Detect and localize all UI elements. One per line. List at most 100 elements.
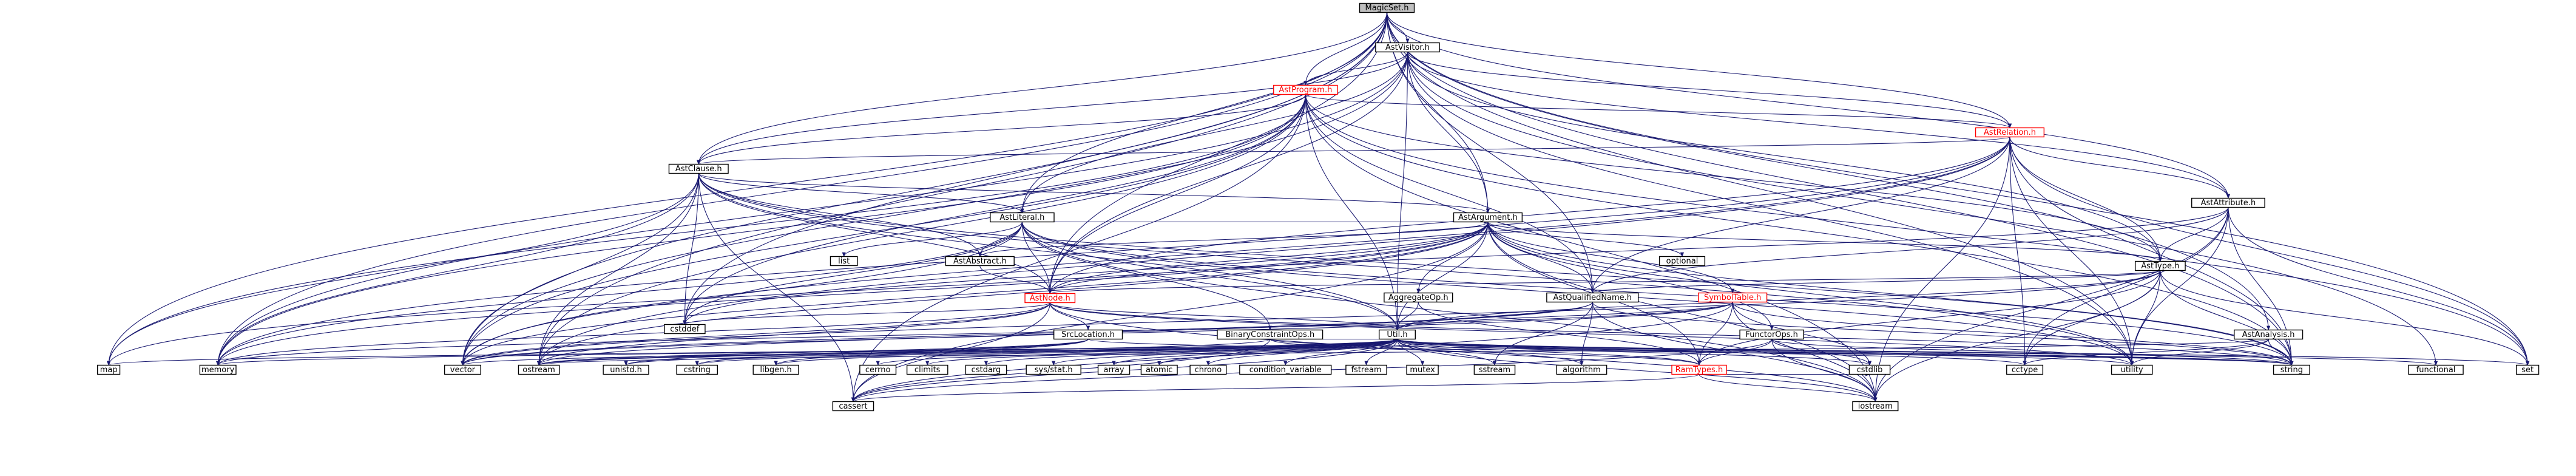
node-label: algorithm: [1563, 365, 1601, 375]
node-array[interactable]: array: [1097, 364, 1131, 375]
edge-magicset-to-map: [107, 12, 1388, 366]
node-label: AstProgram.h: [1279, 86, 1332, 95]
node-mutex[interactable]: mutex: [1406, 364, 1439, 375]
edge-astrelation-to-vector: [461, 137, 2010, 366]
node-astrelation[interactable]: AstRelation.h: [1975, 127, 2045, 138]
node-cstdarg[interactable]: cstdarg: [965, 364, 1007, 375]
edge-astrelation-to-memory: [216, 137, 2010, 366]
node-atomic[interactable]: atomic: [1140, 364, 1178, 375]
node-box: [2006, 364, 2044, 375]
edge-utilh-to-string: [1396, 339, 2293, 366]
edge-utilh-to-utility: [1396, 339, 2134, 366]
node-astliteral[interactable]: AstLiteral.h: [990, 212, 1055, 223]
node-iostream[interactable]: iostream: [1852, 401, 1899, 412]
node-utilh[interactable]: Util.h: [1378, 329, 1416, 340]
node-fstream[interactable]: fstream: [1345, 364, 1387, 375]
edge-astnode-to-iostream: [1049, 302, 1878, 403]
node-binaryconstraintops[interactable]: BinaryConstraintOps.h: [1217, 329, 1323, 340]
node-vector[interactable]: vector: [444, 364, 481, 375]
node-astqualifiedname[interactable]: AstQualifiedName.h: [1546, 292, 1639, 303]
edge-astanalysis-to-string: [2268, 339, 2294, 366]
node-chrono[interactable]: chrono: [1189, 364, 1227, 375]
edge: [1049, 302, 1878, 403]
edge-astanalysis-to-utility: [2130, 339, 2269, 366]
node-libgen[interactable]: libgen.h: [752, 364, 799, 375]
node-astabstract[interactable]: AstAbstract.h: [945, 256, 1015, 267]
node-sysstat[interactable]: sys/stat.h: [1026, 364, 1081, 375]
node-astprogram[interactable]: AstProgram.h: [1273, 84, 1338, 95]
node-sstream[interactable]: sstream: [1473, 364, 1516, 375]
edge: [537, 222, 1489, 366]
node-unistd[interactable]: unistd.h: [603, 364, 649, 375]
edge: [1048, 270, 2161, 294]
node-symboltable[interactable]: SymbolTable.h: [1698, 292, 1768, 303]
edge-utilh-to-iostream: [1396, 339, 1878, 403]
node-cstring[interactable]: cstring: [676, 364, 718, 375]
node-aggregateop[interactable]: AggregateOp.h: [1384, 292, 1453, 303]
node-string[interactable]: string: [2273, 364, 2310, 375]
edge: [683, 302, 1050, 325]
node-map[interactable]: map: [97, 364, 121, 375]
edge: [1591, 137, 2010, 294]
edge-srclocation-to-unistd: [624, 339, 1089, 366]
edge: [1592, 302, 2294, 366]
node-box: [1026, 364, 1081, 375]
node-astattribute[interactable]: AstAttribute.h: [2191, 197, 2265, 208]
edge-astprogram-to-vector: [461, 94, 1306, 366]
node-ostream[interactable]: ostream: [518, 364, 560, 375]
edge-astvisitor-to-astrelation: [1407, 52, 2012, 129]
node-cctype[interactable]: cctype: [2006, 364, 2044, 375]
edge: [1305, 94, 1595, 294]
edge-astprogram-to-map: [107, 94, 1306, 366]
node-condvar[interactable]: condition_variable: [1239, 364, 1332, 375]
edge: [1591, 270, 2161, 294]
node-cstddef[interactable]: cstddef: [664, 324, 706, 335]
edge-astargument-to-aggregateop: [1416, 222, 1489, 294]
node-optional[interactable]: optional: [1658, 256, 1706, 267]
node-label: memory: [201, 365, 235, 375]
node-label: cstdlib: [1857, 365, 1883, 375]
edge-astargument-to-memory: [216, 222, 1489, 366]
node-astnode[interactable]: AstNode.h: [1024, 293, 1076, 304]
edge-astliteral-to-memory: [216, 222, 1023, 366]
edge: [698, 173, 856, 403]
edge: [925, 339, 1398, 366]
edge: [698, 173, 1490, 214]
node-srclocation[interactable]: SrcLocation.h: [1053, 329, 1123, 340]
edge: [1697, 270, 2161, 366]
edge: [107, 173, 699, 366]
node-astanalysis[interactable]: AstAnalysis.h: [2234, 329, 2304, 340]
node-astvisitor[interactable]: AstVisitor.h: [1375, 42, 1440, 53]
edge: [1386, 12, 2012, 129]
node-ramtypes[interactable]: RamTypes.h: [1671, 364, 1727, 375]
node-cassert[interactable]: cassert: [832, 401, 874, 412]
edge-magicset-to-memory: [216, 12, 1388, 366]
edge-asttype-to-iostream: [1873, 270, 2161, 403]
edge-symboltable-to-utilh: [1395, 302, 1733, 331]
node-algorithm[interactable]: algorithm: [1556, 364, 1607, 375]
node-label: AstType.h: [2141, 262, 2179, 271]
node-astargument[interactable]: AstArgument.h: [1453, 212, 1523, 223]
node-label: cstdarg: [972, 365, 1001, 375]
edge: [1771, 339, 1872, 366]
edge: [1697, 339, 1773, 366]
node-cerrno[interactable]: cerrno: [859, 364, 897, 375]
edge: [2130, 270, 2161, 366]
node-functorops[interactable]: FunctorOps.h: [1739, 329, 1805, 340]
edge: [107, 12, 1388, 366]
node-list[interactable]: list: [830, 256, 858, 267]
node-astclause[interactable]: AstClause.h: [668, 163, 729, 174]
node-memory[interactable]: memory: [199, 364, 237, 375]
edge-astvisitor-to-astliteral: [1020, 52, 1408, 214]
node-label: AggregateOp.h: [1388, 293, 1449, 302]
node-asttype[interactable]: AstType.h: [2134, 260, 2186, 271]
edge-utilh-to-libgen: [774, 339, 1398, 366]
node-functional[interactable]: functional: [2408, 364, 2464, 375]
node-cstdlib[interactable]: cstdlib: [1848, 364, 1891, 375]
edge-astanalysis-to-cctype: [2023, 339, 2269, 366]
node-set[interactable]: set: [2516, 364, 2540, 375]
node-label: SrcLocation.h: [1061, 330, 1115, 339]
node-utility[interactable]: utility: [2111, 364, 2153, 375]
node-climits[interactable]: climits: [906, 364, 948, 375]
